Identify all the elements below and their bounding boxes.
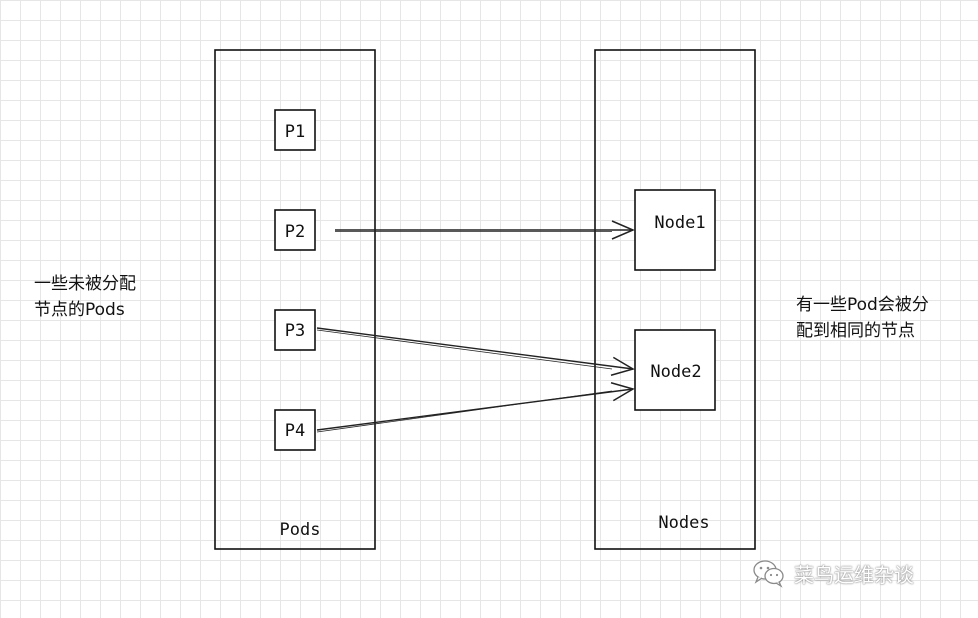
pod-box	[274, 209, 316, 251]
watermark: 菜鸟运维杂谈	[752, 558, 914, 588]
nodes-panel-frame	[594, 49, 756, 550]
pod-label: P2	[285, 222, 305, 242]
nodes-panel-label: Nodes	[658, 513, 709, 533]
node-label: Node1	[654, 213, 705, 233]
right-note: 有一些Pod会被分 配到相同的节点	[796, 292, 929, 344]
node-box	[634, 329, 716, 411]
node-label: Node2	[650, 362, 701, 382]
watermark-text: 菜鸟运维杂谈	[794, 562, 914, 587]
pods-panel-label: Pods	[280, 520, 321, 540]
node-node2[interactable]: Node2	[634, 329, 716, 411]
left-note-line2: 节点的Pods	[34, 300, 125, 320]
pod-box	[274, 409, 316, 451]
pods-panel-frame	[214, 49, 376, 550]
pod-label: P1	[285, 122, 305, 142]
pod-box	[274, 309, 316, 351]
pod-p2[interactable]: P2	[274, 209, 316, 251]
pod-box	[274, 109, 316, 151]
pod-label: P3	[285, 321, 305, 341]
arrow-p3-node2	[316, 327, 635, 376]
left-note: 一些未被分配 节点的Pods	[34, 271, 136, 323]
nodes-panel: Nodes	[594, 49, 756, 550]
pod-p4[interactable]: P4	[274, 409, 316, 451]
arrow-p4-node2-stroke2	[316, 390, 613, 433]
arrow-p3-node2-stroke2	[316, 329, 613, 370]
pod-p1[interactable]: P1	[274, 109, 316, 151]
node-node1[interactable]: Node1	[634, 189, 716, 271]
assignment-arrows	[316, 220, 635, 433]
right-note-line1: 有一些Pod会被分	[796, 295, 929, 315]
arrow-p4-node2	[316, 382, 635, 431]
right-note-line2: 配到相同的节点	[796, 321, 915, 341]
node-box	[634, 189, 716, 271]
pod-p3[interactable]: P3	[274, 309, 316, 351]
left-note-line1: 一些未被分配	[34, 274, 136, 294]
pod-label: P4	[285, 421, 305, 441]
pods-panel: Pods	[214, 49, 376, 550]
wechat-icon	[753, 560, 784, 588]
